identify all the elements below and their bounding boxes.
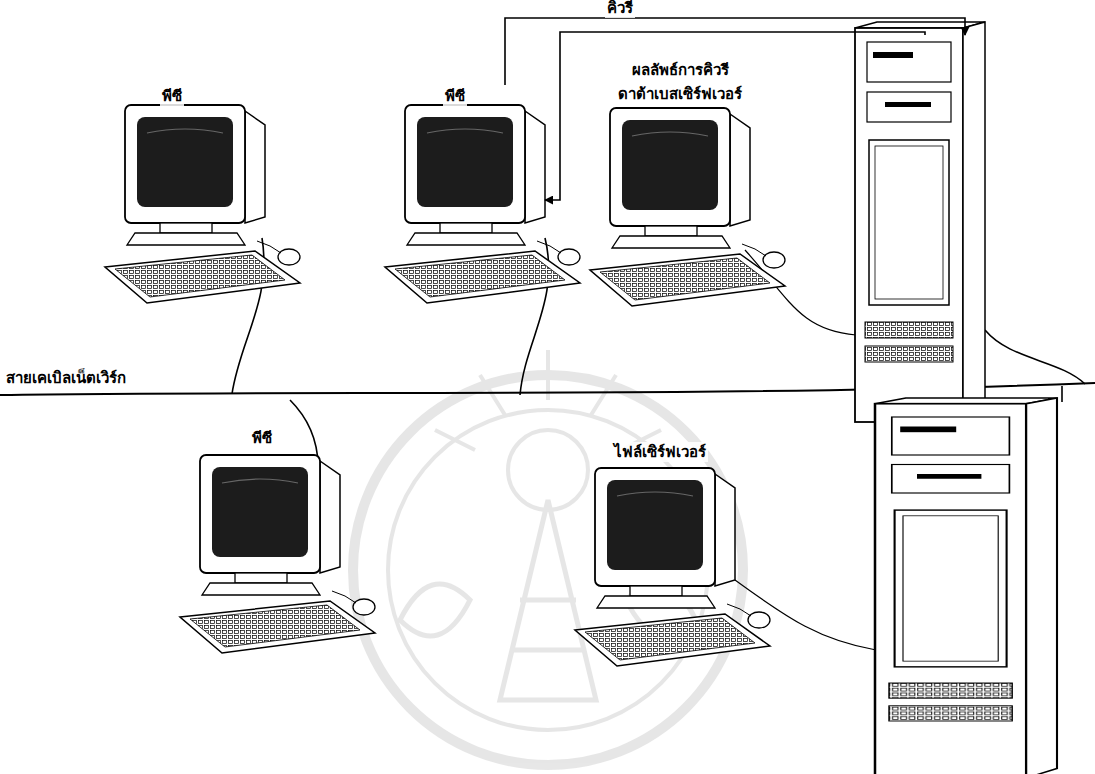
edge-label: คิวรี (605, 0, 635, 18)
pc-node: พีซี (115, 85, 315, 305)
server-tower (875, 398, 1057, 774)
watermark-pagoda (500, 500, 596, 700)
node-label: ดาต้าเบสเซิร์ฟเวอร์ (616, 84, 744, 104)
pc-illustration (105, 105, 300, 303)
pc-illustration (180, 455, 375, 653)
watermark-rays (435, 350, 661, 450)
node-label: พีซี (160, 86, 184, 106)
network-cable (1061, 386, 1063, 402)
edge-label: ผลลัพธ์การคิวรี (630, 60, 731, 80)
file-server-node: ไฟล์เซิร์ฟเวอร์ (575, 400, 1075, 774)
database-server-node: ดาต้าเบสเซิร์ฟเวอร์ (590, 35, 990, 420)
pc-illustration (590, 108, 785, 306)
node-label: พีซี (250, 428, 274, 448)
query-result-arrow (545, 32, 925, 200)
node-label: ไฟล์เซิร์ฟเวอร์ (612, 442, 708, 462)
pc-node: พีซี (380, 85, 545, 305)
watermark-sun (508, 430, 588, 510)
pc-node: พีซี (165, 425, 340, 670)
node-label: พีซี (443, 86, 467, 106)
server-tower (855, 22, 985, 422)
network-cable (985, 330, 1085, 384)
query-arrow (505, 18, 965, 85)
monitor-cable (745, 250, 856, 335)
pc-illustration (575, 468, 770, 666)
pc-illustration (385, 105, 580, 303)
network-cable-label: สายเคเบิลเน็ตเวิร์ก (4, 368, 128, 388)
